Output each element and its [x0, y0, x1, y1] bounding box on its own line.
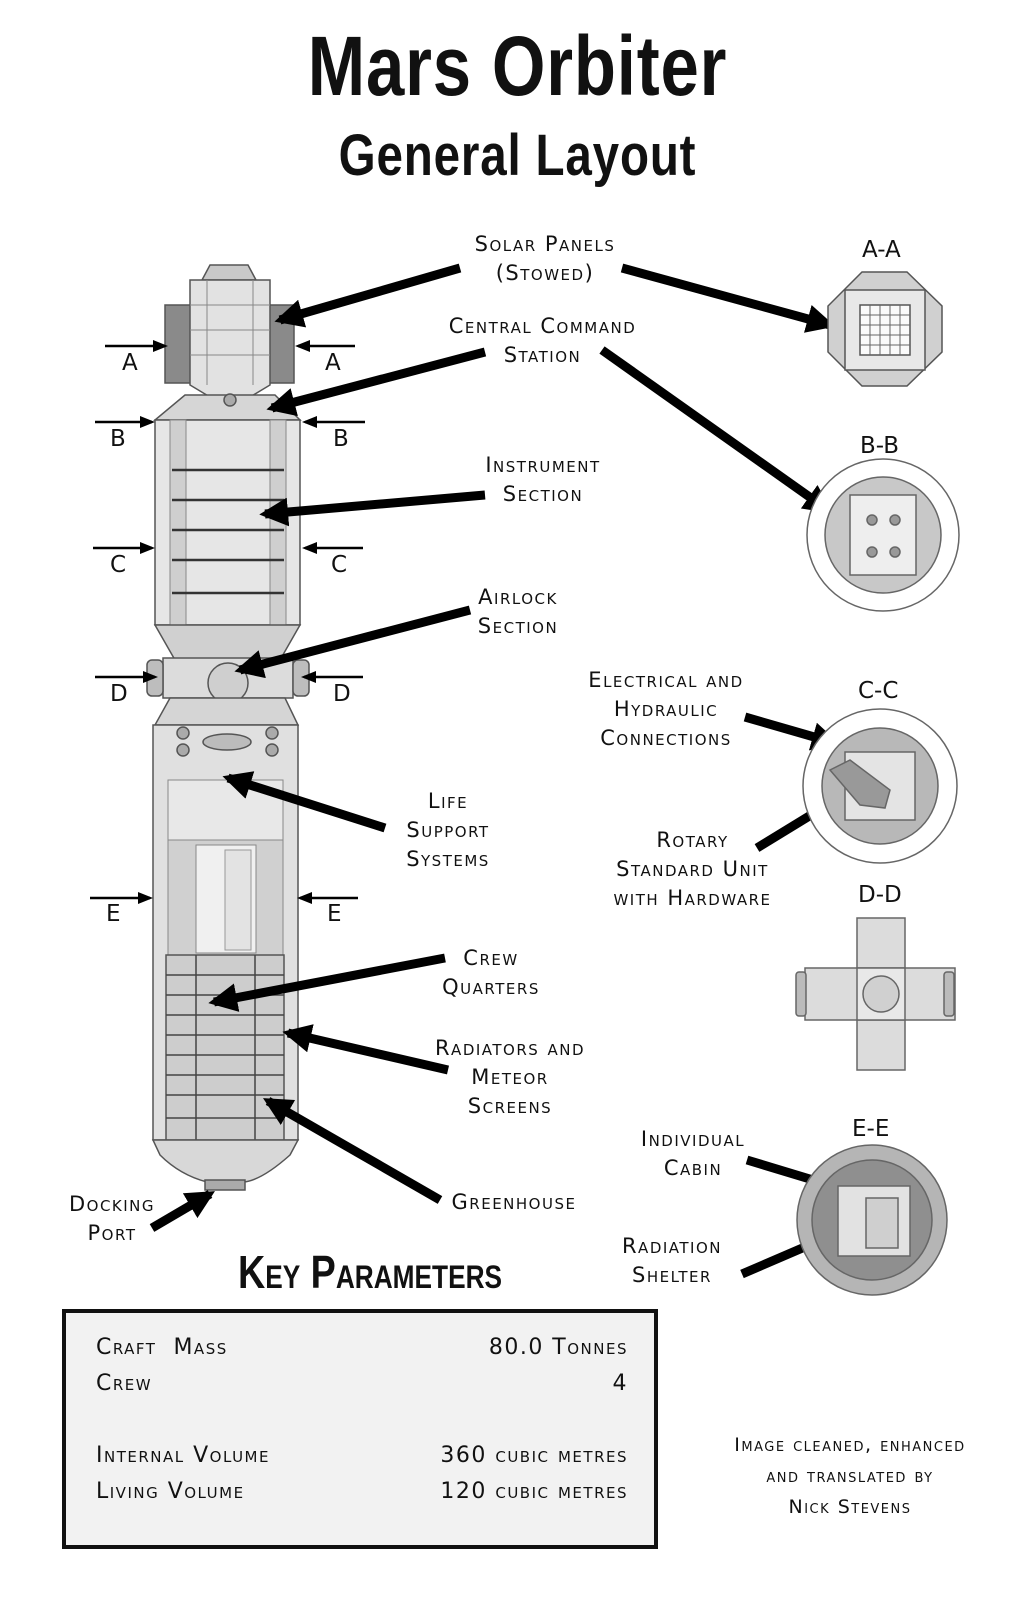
label-greenhouse: Greenhouse	[451, 1190, 577, 1214]
section-view-e-e	[796, 1144, 948, 1296]
param-row-internal-volume: Internal Volume 360 cubic metres	[96, 1443, 628, 1468]
key-parameters-heading: Key Parameters	[237, 1246, 503, 1298]
param-name: Craft Mass	[96, 1335, 228, 1360]
param-value: 120 cubic metres	[440, 1479, 628, 1504]
section-mark-b-right: B	[333, 426, 349, 452]
solar-panel-left	[164, 304, 194, 384]
param-row-crew: Crew 4	[96, 1371, 628, 1396]
craft-side-view	[146, 264, 310, 1191]
param-name: Internal Volume	[96, 1443, 270, 1468]
param-name: Crew	[96, 1371, 153, 1396]
section-marker-arrows	[90, 340, 365, 904]
section-view-title-e-e: E-E	[852, 1116, 890, 1142]
section-mark-c-left: C	[110, 552, 127, 578]
section-mark-e-right: E	[327, 901, 342, 927]
section-view-d-d	[795, 917, 956, 1071]
section-view-a-a	[827, 271, 943, 387]
param-value: 360 cubic metres	[440, 1443, 628, 1468]
section-mark-a-left: A	[122, 350, 138, 376]
section-view-title-b-b: B-B	[860, 433, 900, 459]
page-title: Mars Orbiter	[307, 19, 728, 113]
page-subtitle: General Layout	[338, 123, 697, 188]
section-view-title-d-d: D-D	[858, 882, 902, 908]
param-row-mass: Craft Mass 80.0 Tonnes	[96, 1335, 628, 1360]
section-view-c-c	[802, 708, 958, 864]
param-value: 4	[612, 1371, 628, 1396]
param-name: Living Volume	[96, 1479, 245, 1504]
section-mark-b-left: B	[110, 426, 126, 452]
section-mark-e-left: E	[106, 901, 121, 927]
label-solar-panels: Solar Panels(Stowed)	[474, 232, 616, 285]
param-row-living-volume: Living Volume 120 cubic metres	[96, 1479, 628, 1504]
section-mark-a-right: A	[325, 350, 341, 376]
section-view-title-a-a: A-A	[862, 237, 901, 263]
section-view-title-c-c: C-C	[858, 678, 899, 704]
param-value: 80.0 Tonnes	[488, 1335, 628, 1360]
section-mark-d-left: D	[110, 681, 128, 707]
section-view-b-b	[806, 458, 960, 612]
section-mark-c-right: C	[331, 552, 348, 578]
key-parameters-box: Craft Mass 80.0 Tonnes Crew 4 Internal V…	[62, 1309, 658, 1549]
section-mark-d-right: D	[333, 681, 351, 707]
